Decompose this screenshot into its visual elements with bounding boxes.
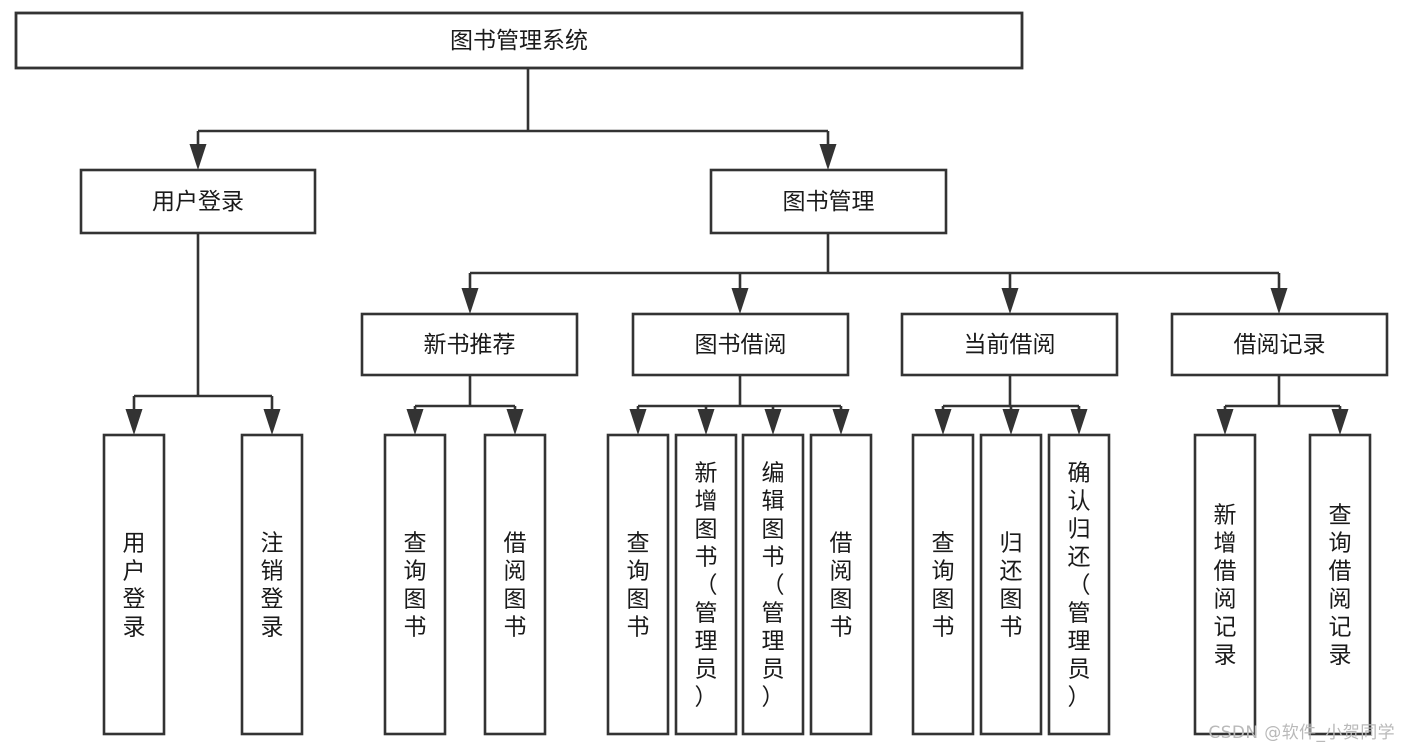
connector-current-to-leaves <box>934 375 1088 435</box>
arrow-head-icon <box>1070 409 1088 435</box>
leaf-node-leaf-borrow-book[interactable]: 借阅图书 <box>809 433 873 736</box>
node-label: 新书推荐 <box>424 332 516 358</box>
node-box[interactable] <box>1047 433 1111 736</box>
node-label: 查询图书 <box>404 530 427 640</box>
node-label: 借阅图书 <box>830 530 853 640</box>
leaf-node-leaf-return-book[interactable]: 归还图书 <box>979 433 1043 736</box>
leaf-node-leaf-add-borrow-record[interactable]: 新增借阅记录 <box>1193 433 1257 736</box>
node-book-manage[interactable]: 图书管理 <box>709 168 948 235</box>
node-label: 注销登录 <box>261 530 284 640</box>
node-label: 借阅图书 <box>504 530 527 640</box>
node-label: 查询图书 <box>627 530 650 640</box>
node-box[interactable] <box>709 168 948 235</box>
node-label: 查询借阅记录 <box>1329 502 1352 668</box>
node-box[interactable] <box>631 312 850 377</box>
node-box[interactable] <box>102 433 166 736</box>
node-box[interactable] <box>1193 433 1257 736</box>
leaf-node-leaf-query-borrow-record[interactable]: 查询借阅记录 <box>1308 433 1372 736</box>
connector-root-to-level2 <box>189 68 837 170</box>
leaf-node-leaf-query-book-borrow[interactable]: 查询图书 <box>606 433 670 736</box>
arrow-head-icon <box>461 288 479 314</box>
node-box[interactable] <box>900 312 1119 377</box>
node-label: 当前借阅 <box>964 332 1056 358</box>
node-box[interactable] <box>483 433 547 736</box>
arrow-head-icon <box>1331 409 1349 435</box>
arrow-head-icon <box>125 409 143 435</box>
node-label: 图书管理 <box>783 189 875 215</box>
root-node-root[interactable]: 图书管理系统 <box>14 11 1024 70</box>
leaf-node-leaf-logout[interactable]: 注销登录 <box>240 433 304 736</box>
leaf-node-leaf-add-book-admin[interactable]: 新增图书（管理员） <box>674 433 738 736</box>
node-box[interactable] <box>1308 433 1372 736</box>
node-label: 图书管理系统 <box>450 28 588 54</box>
node-box[interactable] <box>911 433 975 736</box>
node-box[interactable] <box>240 433 304 736</box>
node-label: 归还图书 <box>1000 530 1023 640</box>
arrow-head-icon <box>697 409 715 435</box>
connector-borrow-to-leaves <box>629 375 850 435</box>
connector-recommend-to-leaves <box>406 375 524 435</box>
connector-layer <box>125 68 1349 435</box>
arrow-head-icon <box>629 409 647 435</box>
arrow-head-icon <box>1270 288 1288 314</box>
arrow-head-icon <box>819 144 837 170</box>
node-new-book-recommend[interactable]: 新书推荐 <box>360 312 579 377</box>
node-box[interactable] <box>741 433 805 736</box>
arrow-head-icon <box>406 409 424 435</box>
node-book-borrow[interactable]: 图书借阅 <box>631 312 850 377</box>
arrow-head-icon <box>1002 409 1020 435</box>
node-label: 编辑图书（管理员） <box>762 460 785 710</box>
node-layer: 图书管理系统用户登录图书管理新书推荐图书借阅当前借阅借阅记录用户登录注销登录查询… <box>14 11 1389 736</box>
arrow-head-icon <box>934 409 952 435</box>
connector-records-to-leaves <box>1216 375 1349 435</box>
arrow-head-icon <box>1216 409 1234 435</box>
node-box[interactable] <box>809 433 873 736</box>
node-user-login[interactable]: 用户登录 <box>79 168 317 235</box>
leaf-node-leaf-borrow-book-recommend[interactable]: 借阅图书 <box>483 433 547 736</box>
node-label: 新增图书（管理员） <box>695 460 718 710</box>
node-label: 用户登录 <box>152 189 244 215</box>
node-box[interactable] <box>979 433 1043 736</box>
node-label: 新增借阅记录 <box>1214 502 1237 668</box>
node-label: 图书借阅 <box>695 332 787 358</box>
node-label: 查询图书 <box>932 530 955 640</box>
arrow-head-icon <box>1001 288 1019 314</box>
node-box[interactable] <box>14 11 1024 70</box>
connector-book-manage-to-level3 <box>461 233 1288 314</box>
node-box[interactable] <box>79 168 317 235</box>
node-borrow-records[interactable]: 借阅记录 <box>1170 312 1389 377</box>
node-label: 确认归还（管理员） <box>1068 460 1091 710</box>
node-label: 借阅记录 <box>1234 332 1326 358</box>
arrow-head-icon <box>263 409 281 435</box>
leaf-node-leaf-edit-book-admin[interactable]: 编辑图书（管理员） <box>741 433 805 736</box>
node-box[interactable] <box>360 312 579 377</box>
leaf-node-leaf-user-login[interactable]: 用户登录 <box>102 433 166 736</box>
leaf-node-leaf-query-book-current[interactable]: 查询图书 <box>911 433 975 736</box>
arrow-head-icon <box>189 144 207 170</box>
csdn-watermark: CSDN @软件_小贺同学 <box>1208 723 1395 743</box>
node-box[interactable] <box>1170 312 1389 377</box>
node-label: 用户登录 <box>123 530 146 640</box>
node-box[interactable] <box>674 433 738 736</box>
arrow-head-icon <box>506 409 524 435</box>
arrow-head-icon <box>832 409 850 435</box>
leaf-node-leaf-confirm-return-admin[interactable]: 确认归还（管理员） <box>1047 433 1111 736</box>
node-box[interactable] <box>606 433 670 736</box>
arrow-head-icon <box>731 288 749 314</box>
node-box[interactable] <box>383 433 447 736</box>
node-current-borrow[interactable]: 当前借阅 <box>900 312 1119 377</box>
connector-user-login-to-leaves <box>125 233 281 435</box>
arrow-head-icon <box>764 409 782 435</box>
leaf-node-leaf-query-book-recommend[interactable]: 查询图书 <box>383 433 447 736</box>
